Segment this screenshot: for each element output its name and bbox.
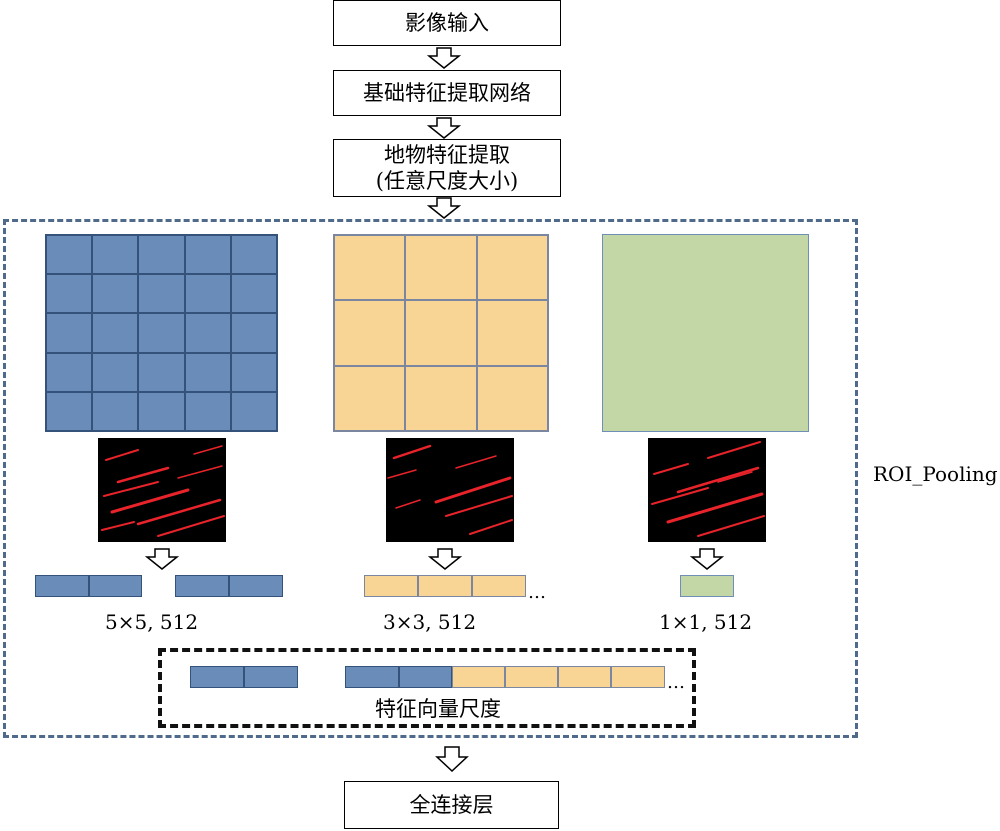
down-arrow-icon — [427, 197, 461, 219]
caption-3x3: 3×3, 512 — [383, 610, 477, 634]
caption-5x5: 5×5, 512 — [105, 610, 199, 634]
down-arrow-icon — [690, 548, 724, 570]
flow-step-fully-connected: 全连接层 — [344, 781, 559, 829]
vector-3x3 — [364, 575, 526, 597]
down-arrow-icon — [427, 117, 461, 139]
vector-5x5-right — [175, 575, 283, 597]
feature-map-thumbnail — [386, 438, 514, 542]
down-arrow-icon — [427, 47, 461, 69]
grid-3x3 — [333, 234, 549, 432]
feature-map-thumbnail — [98, 438, 226, 542]
feature-map-thumbnail — [648, 438, 766, 542]
down-arrow-icon — [428, 548, 462, 570]
down-arrow-icon — [145, 548, 179, 570]
flow-step-base-feature-network-label: 基础特征提取网络 — [363, 81, 531, 105]
grid-5x5 — [45, 234, 278, 432]
flow-step-image-input-label: 影像输入 — [405, 11, 489, 35]
feature-vector-frame — [158, 648, 696, 728]
grid-1x1 — [602, 234, 809, 432]
flow-step-fully-connected-label: 全连接层 — [409, 793, 494, 817]
feature-vector-concat — [345, 666, 665, 688]
flow-step-object-feature-extraction: 地物特征提取 (任意尺度大小) — [333, 139, 561, 197]
flow-step-object-feature-line2: (任意尺度大小) — [375, 169, 519, 193]
feature-vector-left — [190, 666, 298, 688]
vector-1x1 — [680, 575, 734, 597]
feature-vector-ellipsis: … — [667, 672, 685, 693]
feature-vector-label: 特征向量尺度 — [375, 697, 501, 721]
flow-step-base-feature-network: 基础特征提取网络 — [333, 70, 561, 116]
caption-1x1: 1×1, 512 — [659, 610, 753, 634]
vector-3x3-ellipsis: … — [528, 582, 546, 603]
roi-pooling-label: ROI_Pooling — [873, 462, 998, 486]
down-arrow-icon — [435, 746, 469, 772]
vector-5x5-left — [35, 575, 142, 597]
flow-step-image-input: 影像输入 — [333, 0, 561, 46]
flow-step-object-feature-line1: 地物特征提取 — [384, 143, 510, 167]
roi-pooling-frame — [3, 219, 858, 738]
